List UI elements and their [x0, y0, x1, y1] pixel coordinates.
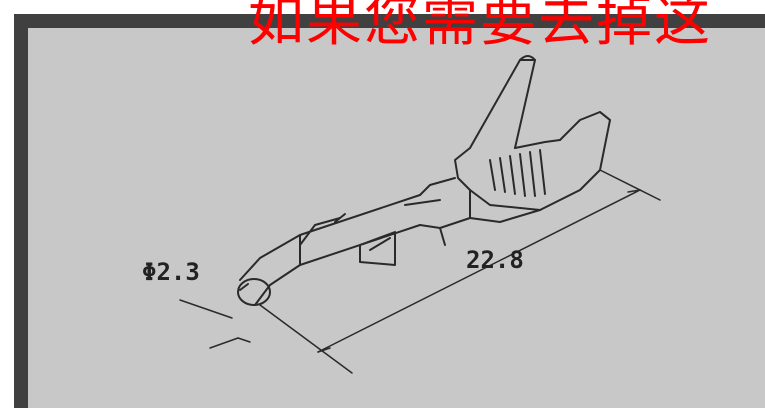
figure-panel — [28, 28, 765, 408]
terminal-pin-body — [237, 194, 421, 306]
length-dimension-label: 22.8 — [466, 246, 524, 274]
watermark-text: 如果您需要去掉这 — [248, 0, 712, 54]
dimension-lines — [179, 169, 661, 374]
terminal-transition — [404, 177, 471, 246]
terminal-crimp-barrel — [454, 55, 611, 223]
diameter-dimension-label: Φ2.3 — [142, 258, 200, 286]
